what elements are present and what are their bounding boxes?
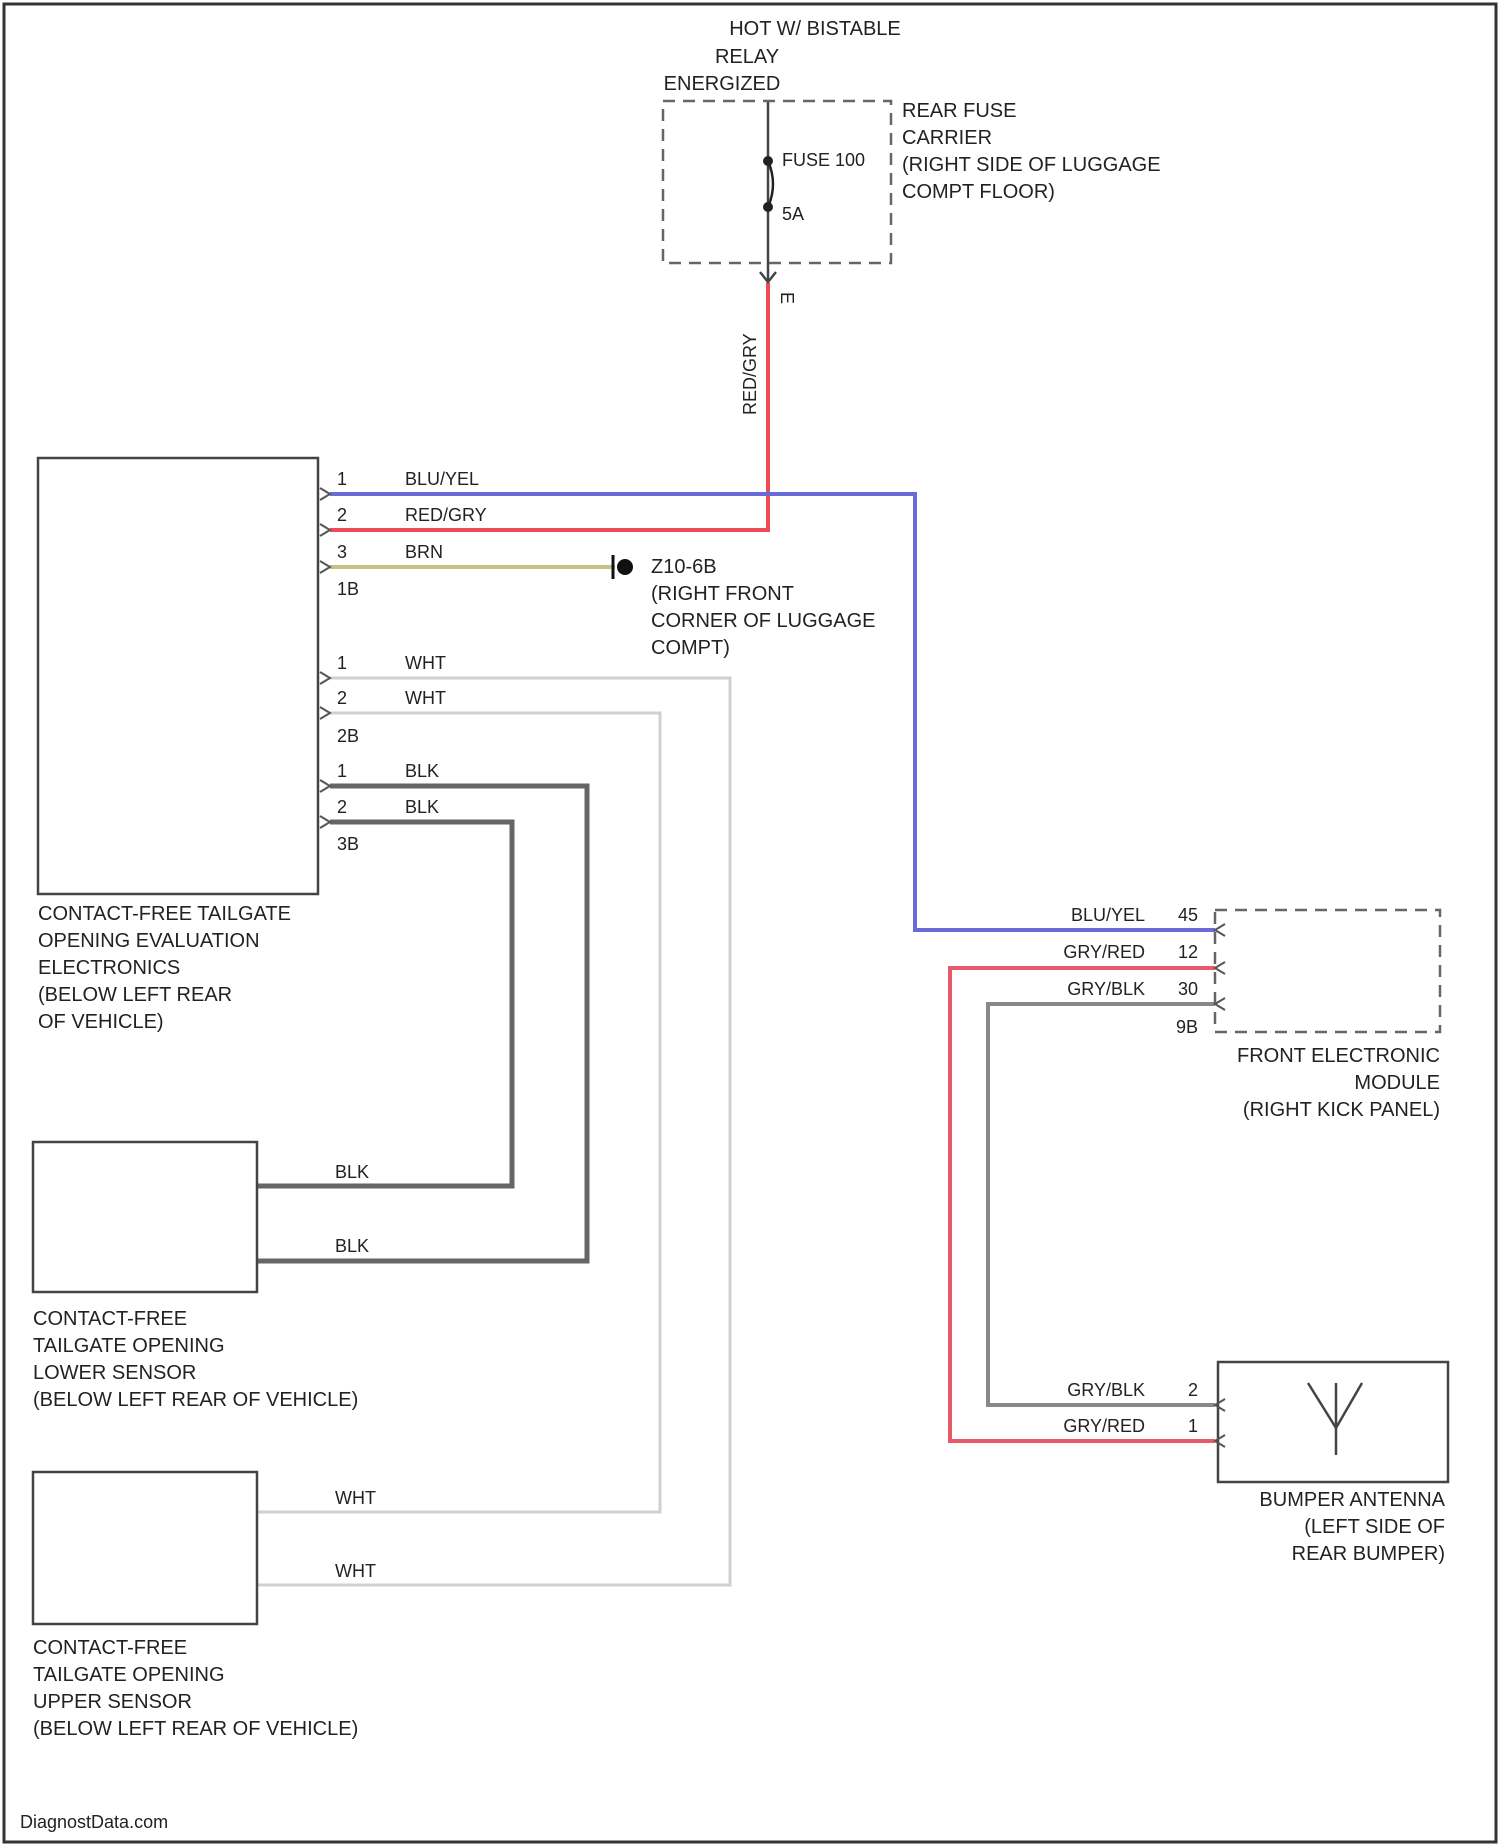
svg-text:FRONT ELECTRONIC: FRONT ELECTRONIC [1237,1045,1440,1067]
svg-text:BLK: BLK [405,797,439,817]
bumper-antenna-label: BUMPER ANTENNA (LEFT SIDE OF REAR BUMPER… [1259,1489,1445,1565]
pin-number: 1 [337,761,347,781]
svg-text:(RIGHT FRONT: (RIGHT FRONT [651,583,794,605]
fuse-carrier-label: REAR FUSE CARRIER (RIGHT SIDE OF LUGGAGE… [902,100,1161,203]
svg-text:BLU/YEL: BLU/YEL [1071,905,1145,925]
connector-label: 1B [337,579,359,599]
fuse-rating: 5A [782,204,804,224]
pin-number: 3 [337,542,347,562]
svg-text:(BELOW LEFT REAR OF VEHICLE): (BELOW LEFT REAR OF VEHICLE) [33,1389,358,1411]
front-module-label: FRONT ELECTRONIC MODULE (RIGHT KICK PANE… [1237,1045,1440,1121]
connector-label: 2B [337,726,359,746]
upper-sensor-wire-label: WHT [335,1488,376,1508]
front-module-pins: 45 12 30 9B BLU/YEL GRY/RED GRY/BLK [1063,905,1225,1037]
svg-text:CORNER OF LUGGAGE: CORNER OF LUGGAGE [651,610,875,632]
pin-number: 2 [337,688,347,708]
pin-number: 2 [1188,1380,1198,1400]
svg-text:OPENING EVALUATION: OPENING EVALUATION [38,930,260,952]
svg-text:GRY/BLK: GRY/BLK [1067,979,1145,999]
ground-symbol [613,555,633,579]
svg-text:(RIGHT SIDE OF LUGGAGE: (RIGHT SIDE OF LUGGAGE [902,154,1161,176]
svg-text:COMPT FLOOR): COMPT FLOOR) [902,181,1055,203]
svg-text:TAILGATE OPENING: TAILGATE OPENING [33,1335,225,1357]
pin-number: 1 [337,469,347,489]
svg-text:REAR FUSE: REAR FUSE [902,100,1016,122]
svg-text:RED/GRY: RED/GRY [405,505,487,525]
svg-text:ELECTRONICS: ELECTRONICS [38,957,180,979]
svg-text:CONTACT-FREE TAILGATE: CONTACT-FREE TAILGATE [38,903,291,925]
lower-sensor-box [33,1142,257,1292]
svg-text:ENERGIZED: ENERGIZED [664,73,781,95]
svg-text:COMPT): COMPT) [651,637,730,659]
svg-text:GRY/RED: GRY/RED [1063,942,1145,962]
connector-label: 9B [1176,1017,1198,1037]
svg-text:BUMPER ANTENNA: BUMPER ANTENNA [1259,1489,1445,1511]
pin-number: 30 [1178,979,1198,999]
lower-sensor-wire-label: BLK [335,1162,369,1182]
upper-sensor-box [33,1472,257,1624]
wires [258,100,1215,1585]
svg-text:CONTACT-FREE: CONTACT-FREE [33,1637,187,1659]
pin-number: 1 [337,653,347,673]
pin-number: 1 [1188,1416,1198,1436]
svg-text:BLU/YEL: BLU/YEL [405,469,479,489]
evaluation-module-label: CONTACT-FREE TAILGATE OPENING EVALUATION… [38,903,291,1033]
evaluation-wire-labels: BLU/YEL RED/GRY BRN WHT WHT BLK BLK [405,469,487,817]
connector-label: 3B [337,834,359,854]
svg-text:WHT: WHT [405,653,446,673]
svg-text:REAR BUMPER): REAR BUMPER) [1292,1543,1445,1565]
fuse-label: FUSE 100 [782,150,865,170]
svg-text:TAILGATE OPENING: TAILGATE OPENING [33,1664,225,1686]
svg-text:BRN: BRN [405,542,443,562]
lower-sensor-label: CONTACT-FREE TAILGATE OPENING LOWER SENS… [33,1308,358,1411]
svg-text:UPPER SENSOR: UPPER SENSOR [33,1691,192,1713]
upper-sensor-label: CONTACT-FREE TAILGATE OPENING UPPER SENS… [33,1637,358,1740]
svg-text:GRY/RED: GRY/RED [1063,1416,1145,1436]
svg-text:Z10-6B: Z10-6B [651,556,717,578]
evaluation-module-pins: 1 2 3 1 2 1 2 1B 2B 3B [320,469,359,854]
fuse-carrier-box [663,101,891,263]
fuse-out-pin: E [777,292,797,304]
svg-text:BLK: BLK [405,761,439,781]
ground-label: Z10-6B (RIGHT FRONT CORNER OF LUGGAGE CO… [651,556,875,659]
svg-text:GRY/BLK: GRY/BLK [1067,1380,1145,1400]
svg-text:MODULE: MODULE [1354,1072,1440,1094]
pin-number: 2 [337,797,347,817]
svg-text:CONTACT-FREE: CONTACT-FREE [33,1308,187,1330]
watermark: DiagnostData.com [20,1812,168,1832]
pin-number: 2 [337,505,347,525]
bumper-antenna-pins: 2 1 GRY/BLK GRY/RED [1063,1380,1225,1447]
svg-text:RELAY: RELAY [715,46,779,68]
svg-text:CARRIER: CARRIER [902,127,992,149]
fuse-wire-color: RED/GRY [740,333,760,415]
front-module-box [1215,910,1440,1032]
svg-text:(BELOW LEFT REAR: (BELOW LEFT REAR [38,984,232,1006]
top-title: HOT W/ BISTABLE RELAY ENERGIZED [664,18,901,95]
svg-text:(LEFT SIDE OF: (LEFT SIDE OF [1304,1516,1445,1538]
evaluation-module-box [38,458,318,894]
svg-text:(RIGHT KICK PANEL): (RIGHT KICK PANEL) [1243,1099,1440,1121]
svg-text:OF VEHICLE): OF VEHICLE) [38,1011,164,1033]
pin-number: 45 [1178,905,1198,925]
lower-sensor-wire-label: BLK [335,1236,369,1256]
svg-text:(BELOW LEFT REAR OF VEHICLE): (BELOW LEFT REAR OF VEHICLE) [33,1718,358,1740]
upper-sensor-wire-label: WHT [335,1561,376,1581]
svg-text:WHT: WHT [405,688,446,708]
pin-number: 12 [1178,942,1198,962]
svg-text:HOT W/ BISTABLE: HOT W/ BISTABLE [729,18,901,40]
svg-text:LOWER SENSOR: LOWER SENSOR [33,1362,196,1384]
wire-gry-blk [988,1004,1215,1405]
